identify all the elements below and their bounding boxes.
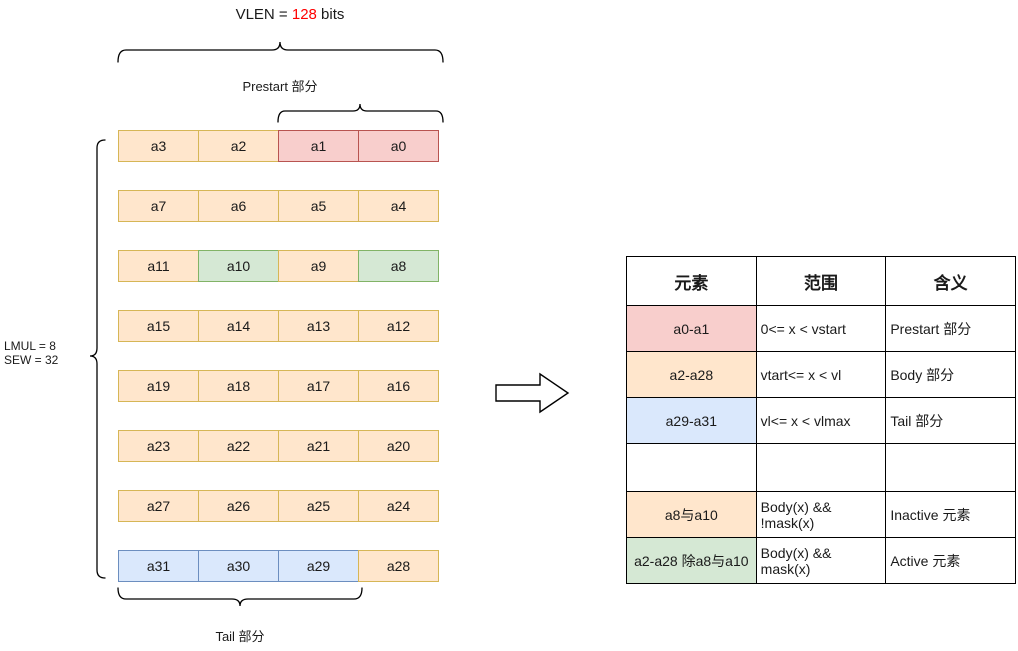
register-cell[interactable]: a17 [278,370,359,402]
register-row: a11 a10 a9 a8 [118,250,439,282]
register-cell[interactable]: a27 [118,490,199,522]
register-cell[interactable]: a10 [198,250,279,282]
register-cell[interactable]: a4 [358,190,439,222]
table-row[interactable]: a0-a1 0<= x < vstart Prestart 部分 [626,305,1016,352]
table-cell-meaning: Body 部分 [885,351,1016,398]
register-row: a15 a14 a13 a12 [118,310,439,342]
register-cell[interactable]: a19 [118,370,199,402]
table-cell-range: Body(x) && mask(x) [755,537,887,584]
vlen-brace [117,41,444,63]
register-cell[interactable]: a14 [198,310,279,342]
register-cell[interactable]: a5 [278,190,359,222]
table-row[interactable]: a2-a28 vtart<= x < vl Body 部分 [626,351,1016,398]
table-header-row: 元素 范围 含义 [626,256,1016,306]
register-cell[interactable]: a18 [198,370,279,402]
table-row[interactable]: a29-a31 vl<= x < vlmax Tail 部分 [626,397,1016,444]
flow-arrow-icon [495,372,570,414]
vlen-units: bits [316,6,345,23]
table-cell-element: a29-a31 [626,397,757,444]
register-cell[interactable]: a9 [278,250,359,282]
register-cell[interactable]: a11 [118,250,199,282]
register-cell[interactable]: a24 [358,490,439,522]
page-title: VLEN = 128 bits [0,6,580,23]
lmul-sew-brace [89,139,106,579]
table-cell-range: 0<= x < vstart [755,305,887,352]
register-cell[interactable]: a7 [118,190,199,222]
register-row: a7 a6 a5 a4 [118,190,439,222]
register-cell[interactable]: a20 [358,430,439,462]
lmul-text: LMUL = 8 [4,339,56,353]
register-cell[interactable]: a30 [198,550,279,582]
vlen-value: 128 [291,6,317,23]
table-cell-range: Body(x) && !mask(x) [755,491,887,538]
sew-text: SEW = 32 [4,353,59,367]
table-cell-meaning: Active 元素 [885,537,1016,584]
register-cell[interactable]: a0 [358,130,439,162]
legend-table: 元素 范围 含义 a0-a1 0<= x < vstart Prestart 部… [626,256,1016,584]
table-row[interactable]: a8与a10 Body(x) && !mask(x) Inactive 元素 [626,491,1016,538]
vlen-label: VLEN = [235,6,292,23]
table-cell-element: a2-a28 除a8与a10 [626,537,757,584]
register-cell[interactable]: a1 [278,130,359,162]
register-cell[interactable]: a21 [278,430,359,462]
register-row: a19 a18 a17 a16 [118,370,439,402]
register-row: a23 a22 a21 a20 [118,430,439,462]
register-row: a31 a30 a29 a28 [118,550,439,582]
table-cell-element: a0-a1 [626,305,757,352]
table-cell-element: a8与a10 [626,491,757,538]
register-cell[interactable]: a16 [358,370,439,402]
register-cell[interactable]: a26 [198,490,279,522]
register-cell[interactable]: a29 [278,550,359,582]
table-cell-meaning: Inactive 元素 [885,491,1016,538]
table-cell-element [626,443,757,492]
table-cell-range: vtart<= x < vl [755,351,887,398]
table-row[interactable]: a2-a28 除a8与a10 Body(x) && mask(x) Active… [626,537,1016,584]
register-cell[interactable]: a15 [118,310,199,342]
table-cell-meaning: Tail 部分 [885,397,1016,444]
register-row: a27 a26 a25 a24 [118,490,439,522]
register-cell[interactable]: a13 [278,310,359,342]
tail-brace [117,587,363,607]
lmul-sew-label: LMUL = 8 SEW = 32 [4,339,58,367]
register-cell[interactable]: a22 [198,430,279,462]
tail-label: Tail 部分 [215,629,265,644]
table-cell-range: vl<= x < vlmax [755,397,887,444]
table-cell-meaning: Prestart 部分 [885,305,1016,352]
register-cell[interactable]: a31 [118,550,199,582]
table-header-meaning: 含义 [885,256,1016,306]
table-cell-range [755,443,887,492]
register-cell[interactable]: a2 [198,130,279,162]
table-cell-element: a2-a28 [626,351,757,398]
table-header-range: 范围 [755,256,887,306]
register-row: a3 a2 a1 a0 [118,130,439,162]
register-cell[interactable]: a6 [198,190,279,222]
register-cell[interactable]: a8 [358,250,439,282]
register-cell[interactable]: a25 [278,490,359,522]
prestart-label: Prestart 部分 [242,79,318,94]
table-row-spacer [626,443,1016,492]
register-cell[interactable]: a12 [358,310,439,342]
table-header-element: 元素 [626,256,757,306]
register-cell[interactable]: a23 [118,430,199,462]
prestart-brace [277,103,444,123]
register-cell[interactable]: a3 [118,130,199,162]
table-cell-meaning [885,443,1016,492]
register-cell[interactable]: a28 [358,550,439,582]
